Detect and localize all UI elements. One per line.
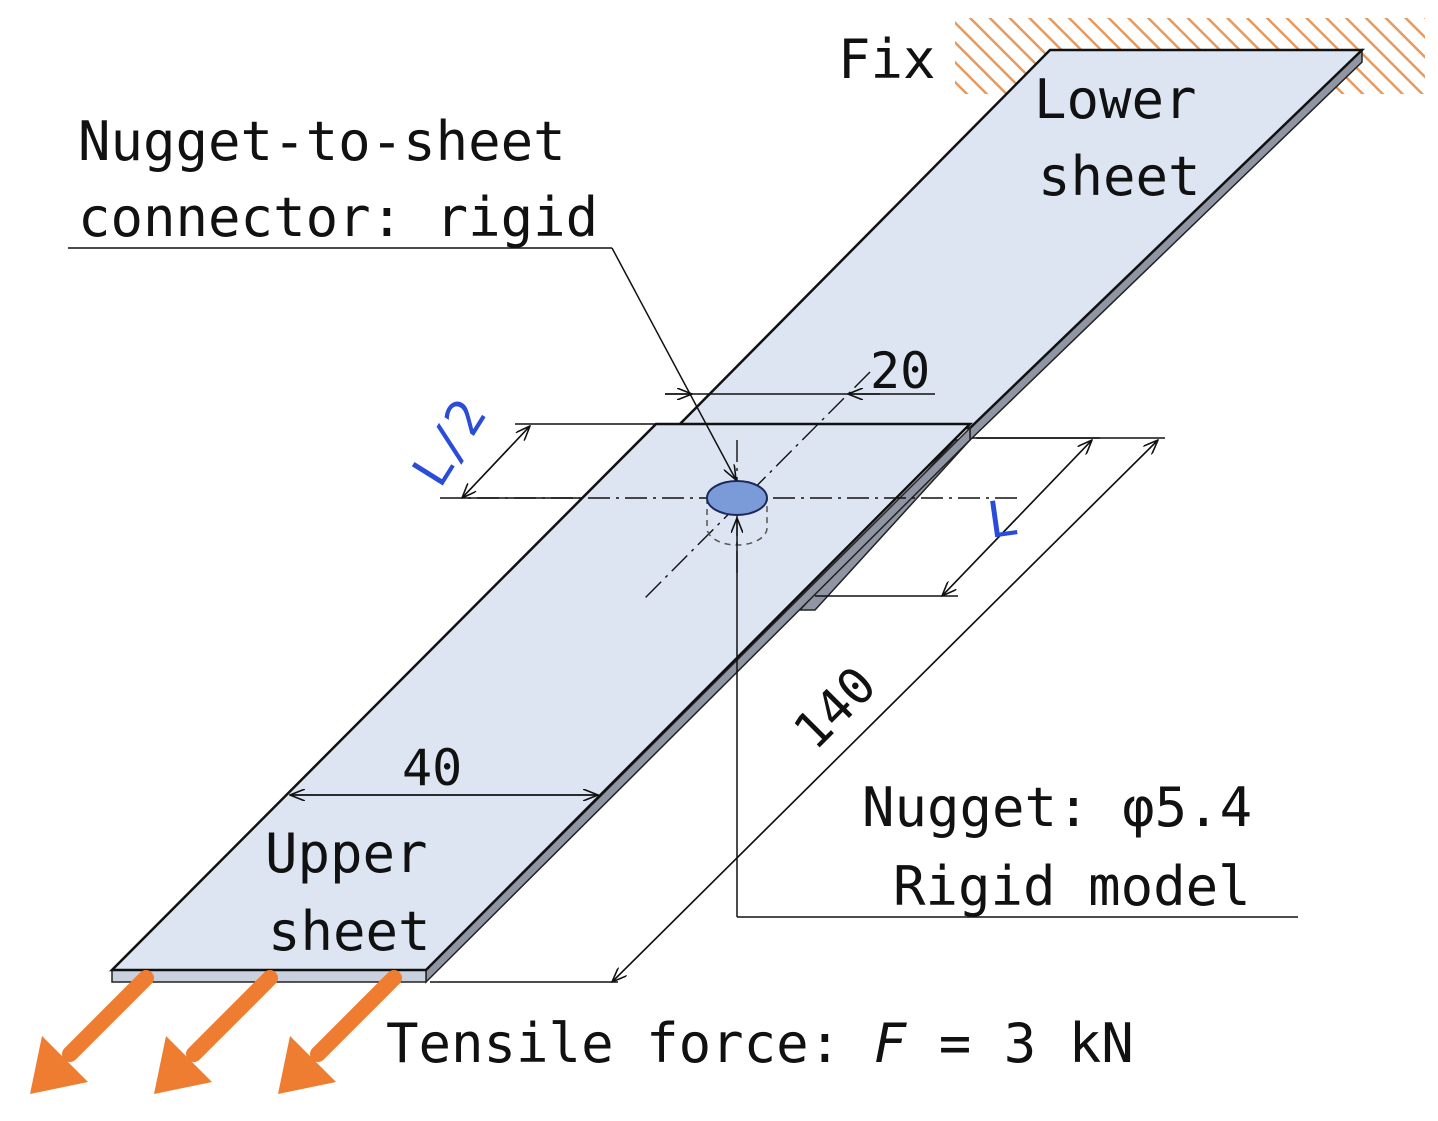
nugget-leader xyxy=(737,518,1298,918)
dim-20-label: 20 xyxy=(870,342,930,400)
force-arrow-1 xyxy=(30,970,154,1094)
connector-leader xyxy=(68,247,736,480)
tensile-force-arrows xyxy=(30,970,402,1094)
dim-140-label: 140 xyxy=(782,656,887,761)
fix-label: Fix xyxy=(838,28,936,91)
dim-40-label: 40 xyxy=(402,739,462,797)
dimension-half-overlap xyxy=(462,423,656,498)
upper-sheet-label-1: Upper xyxy=(265,822,428,885)
lower-sheet-label-1: Lower xyxy=(1034,68,1197,131)
upper-sheet-label-2: sheet xyxy=(268,900,431,963)
dimension-140 xyxy=(430,437,1165,982)
connector-label-1: Nugget-to-sheet xyxy=(78,110,566,173)
force-arrow-3 xyxy=(278,970,402,1094)
nugget-label-1: Nugget: φ5.4 xyxy=(862,776,1252,839)
nugget-label-2: Rigid model xyxy=(893,855,1251,918)
connector-label-2: connector: rigid xyxy=(78,186,598,249)
lower-sheet-label-2: sheet xyxy=(1038,145,1201,208)
tensile-force-label: Tensile force: F = 3 kN xyxy=(386,1012,1134,1075)
force-arrow-2 xyxy=(154,970,278,1094)
dim-half-overlap-label: L/2 xyxy=(401,389,498,496)
